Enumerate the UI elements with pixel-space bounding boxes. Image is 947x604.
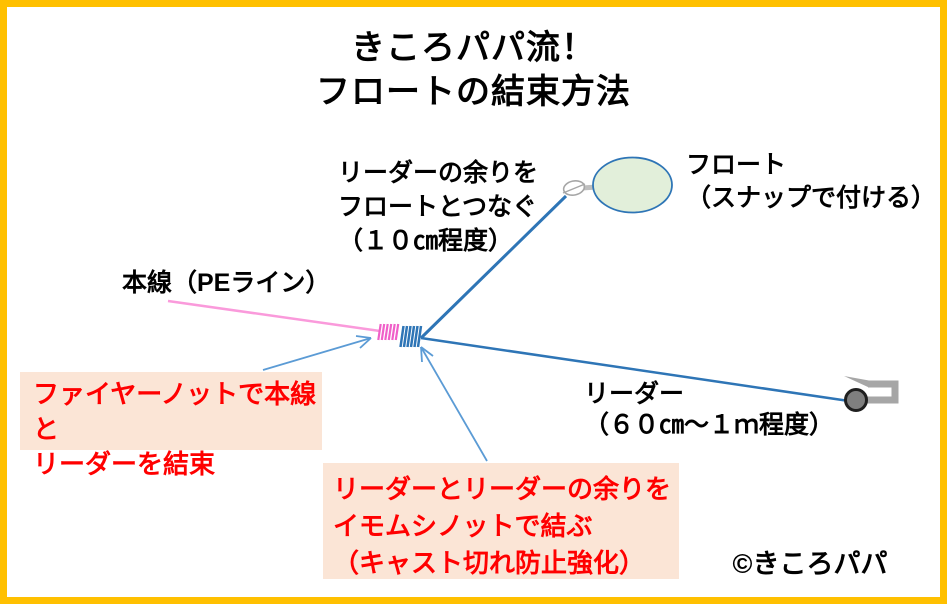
fire-knot-callout: ファイヤーノットで本線と リーダーを結束	[20, 372, 322, 479]
page-title-line2: フロートの結束方法	[316, 73, 631, 111]
fire-knot-wrap	[377, 323, 400, 341]
imomushi-knot-callout: リーダーとリーダーの余りを イモムシノットで結ぶ （キャスト切れ防止強化）	[323, 463, 679, 579]
float-ellipse	[592, 156, 673, 214]
hook-icon	[844, 376, 899, 404]
pe-main-line	[167, 299, 381, 333]
arrow-to-fire-knot-icon	[262, 335, 372, 371]
arrow-to-imomushi-knot-icon	[420, 346, 488, 462]
main-line-label: 本線（PEライン）	[122, 269, 331, 297]
snap-clip-icon	[562, 180, 586, 196]
leader-surplus-line	[419, 194, 568, 340]
page-title: きころパパ流！ フロートの結束方法	[0, 26, 947, 114]
leader-label: リーダー （６０㎝～１ｍ程度）	[584, 380, 835, 439]
imomushi-knot-wrap	[399, 325, 423, 348]
page-title-line1: きころパパ流！	[351, 29, 596, 67]
float-label: フロート （スナップで付ける）	[686, 151, 937, 212]
jig-head-icon	[844, 388, 868, 412]
leader-surplus-label: リーダーの余りを フロートとつなぐ （１０㎝程度）	[338, 159, 539, 255]
leader-line	[420, 336, 850, 403]
copyright-credit: ©きころパパ	[732, 549, 888, 579]
